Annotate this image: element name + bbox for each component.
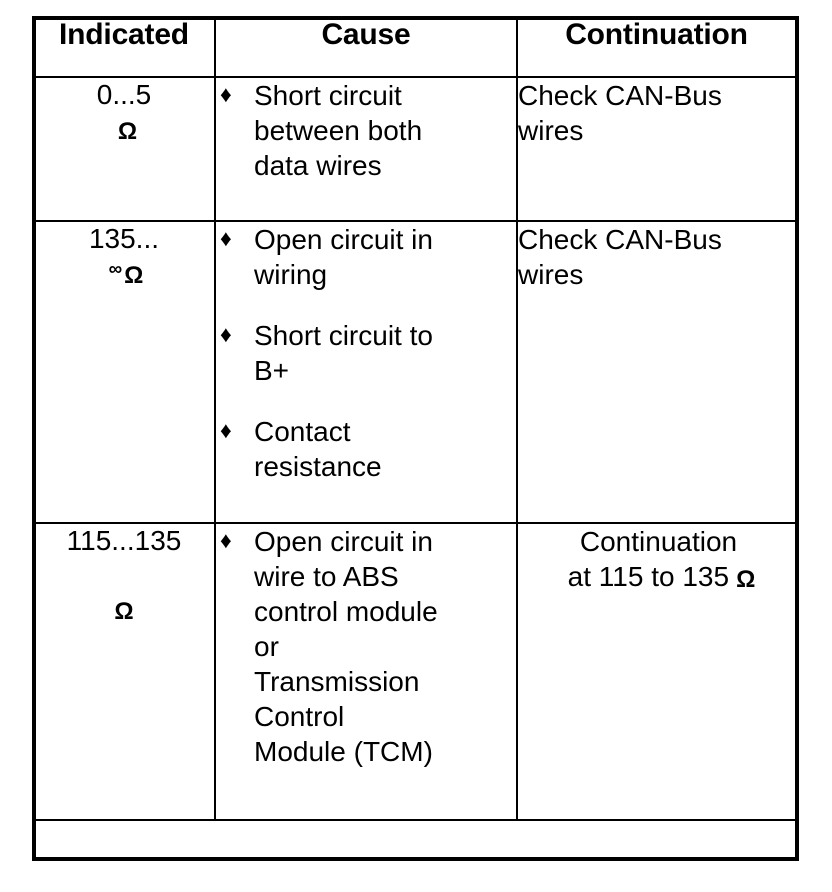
table-row: 115...135 Ω ♦ Open circuit in wire to AB… <box>32 522 797 821</box>
list-item: ♦ Open circuit in wire to ABS control mo… <box>216 524 516 769</box>
cell-indicated-2: 135... ∞Ω <box>32 220 216 524</box>
list-item: ♦ Open circuit in wiring <box>216 222 516 292</box>
cause-list: ♦ Short circuit between both data wires <box>216 78 516 183</box>
list-item: ♦ Short circuit between both data wires <box>216 78 516 183</box>
indicated-value: 135... <box>88 223 160 254</box>
diamond-bullet-icon: ♦ <box>220 321 232 347</box>
cause-text: Contact resistance <box>254 416 382 482</box>
header-row: Indicated Cause Continuation <box>32 16 797 78</box>
infinity-icon: ∞ <box>108 259 123 281</box>
continuation-text: Check CAN-Bus wires <box>518 224 722 290</box>
cause-text: Open circuit in wiring <box>254 224 433 290</box>
cause-list: ♦ Open circuit in wiring ♦ Short circuit… <box>216 222 516 484</box>
cell-continuation-2: Check CAN-Bus wires <box>516 220 797 524</box>
diamond-bullet-icon: ♦ <box>220 81 232 107</box>
continuation-title: Continuation <box>579 526 738 557</box>
continuation-range-text: at 115 to 135 <box>567 561 730 592</box>
cell-cause-3: ♦ Open circuit in wire to ABS control mo… <box>214 522 518 821</box>
cell-continuation-1: Check CAN-Bus wires <box>516 76 797 222</box>
cell-cause-2: ♦ Open circuit in wiring ♦ Short circuit… <box>214 220 518 524</box>
list-item: ♦ Contact resistance <box>216 414 516 484</box>
cell-indicated-3: 115...135 Ω <box>32 522 216 821</box>
cause-text: Short circuit between both data wires <box>254 80 423 181</box>
cause-list: ♦ Open circuit in wire to ABS control mo… <box>216 524 516 769</box>
ohm-icon: Ω <box>736 566 756 593</box>
cause-text: Open circuit in wire to ABS control modu… <box>254 526 438 767</box>
column-header-indicated: Indicated <box>32 16 216 78</box>
table-header: Indicated Cause Continuation <box>32 16 797 78</box>
indicated-value: 0...5 <box>96 79 152 110</box>
column-header-cause: Cause <box>214 16 518 78</box>
diamond-bullet-icon: ♦ <box>220 527 232 553</box>
ohm-icon: Ω <box>124 262 144 290</box>
continuation-text: Check CAN-Bus wires <box>518 80 722 146</box>
diamond-bullet-icon: ♦ <box>220 417 232 443</box>
column-header-continuation: Continuation <box>516 16 797 78</box>
list-item: ♦ Short circuit to B+ <box>216 318 516 388</box>
indicated-value: 115...135 <box>66 525 182 556</box>
cell-cause-1: ♦ Short circuit between both data wires <box>214 76 518 222</box>
cause-text: Short circuit to B+ <box>254 320 433 386</box>
table-row: 135... ∞Ω ♦ Open circuit in wiring ♦ Shor… <box>32 220 797 524</box>
ohm-icon: Ω <box>117 118 138 146</box>
diamond-bullet-icon: ♦ <box>220 225 232 251</box>
ohm-icon: Ω <box>114 598 134 626</box>
